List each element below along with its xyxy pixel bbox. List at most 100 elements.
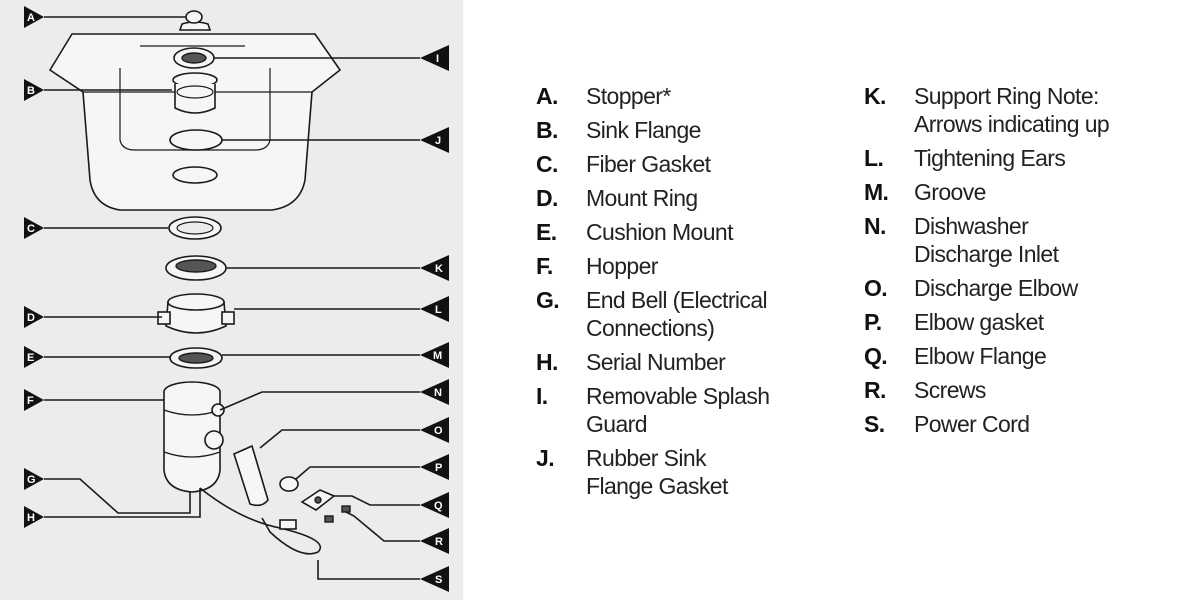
legend-letter: B. [536, 117, 558, 143]
legend-letter: L. [864, 145, 884, 171]
legend-letter: E. [536, 219, 557, 245]
svg-text:D: D [27, 312, 35, 324]
marker-B: B [24, 79, 44, 101]
screws-part [324, 505, 351, 523]
svg-text:L: L [435, 304, 442, 316]
legend-text: Screws [914, 377, 986, 403]
legend-text: Elbow gasket [914, 309, 1044, 335]
legend-letter: S. [864, 411, 885, 437]
elbow-gasket-part [279, 476, 299, 492]
legend-item-cushion-mount: E. Cushion Mount [536, 218, 836, 246]
marker-N: N [420, 379, 449, 405]
legend-letter: F. [536, 253, 553, 279]
marker-G: G [24, 468, 44, 490]
marker-E: E [24, 346, 44, 368]
legend-text: Cushion Mount [586, 219, 734, 245]
legend-item-tightening-ears: L. Tightening Ears [864, 144, 1164, 172]
legend-item-elbow-flange: Q. Elbow Flange [864, 342, 1164, 370]
legend-text: Mount Ring [586, 185, 698, 211]
legend-text: Stopper* [586, 83, 671, 109]
legend-letter: N. [864, 213, 886, 239]
support-ring-part [165, 255, 227, 281]
legend-letter: P. [864, 309, 882, 335]
marker-F: F [24, 389, 44, 411]
legend-letter: O. [864, 275, 888, 301]
legend-item-splash-guard: I. Removable Splash Guard [536, 382, 836, 438]
disposer-body-part [163, 381, 225, 493]
legend-right-column: K. Support Ring Note: Arrows indicating … [864, 82, 1164, 444]
stopper-part [178, 10, 212, 31]
power-cord-part [199, 487, 321, 555]
legend-item-fiber-gasket: C. Fiber Gasket [536, 150, 836, 178]
legend-item-rubber-gasket: J. Rubber Sink Flange Gasket [536, 444, 836, 500]
legend-item-hopper: F. Hopper [536, 252, 836, 280]
cushion-mount-part [169, 347, 223, 369]
svg-text:G: G [27, 474, 36, 486]
legend-item-mount-ring: D. Mount Ring [536, 184, 836, 212]
legend-text: Tightening Ears [914, 145, 1066, 171]
marker-O: O [420, 417, 449, 443]
legend-letter: K. [864, 83, 886, 109]
legend-item-groove: M. Groove [864, 178, 1164, 206]
marker-J: J [420, 127, 449, 153]
marker-Q: Q [420, 492, 449, 518]
legend-letter: H. [536, 349, 558, 375]
svg-text:Q: Q [434, 500, 443, 512]
legend-text: Power Cord [914, 411, 1030, 437]
legend-item-discharge-elbow: O. Discharge Elbow [864, 274, 1164, 302]
marker-A: A [24, 6, 44, 28]
svg-text:S: S [435, 574, 442, 586]
marker-R: R [420, 528, 449, 554]
leader-lines [44, 16, 420, 580]
legend-letter: G. [536, 287, 560, 313]
mount-ring-part [157, 293, 235, 334]
legend-letter: J. [536, 445, 555, 471]
legend-text: End Bell (Electrical Connections) [586, 287, 768, 341]
legend-item-dishwasher-inlet: N. Dishwasher Discharge Inlet [864, 212, 1164, 268]
legend-text: Fiber Gasket [586, 151, 711, 177]
marker-S: S [420, 566, 449, 592]
marker-I: I [420, 45, 449, 71]
legend-letter: A. [536, 83, 558, 109]
legend-item-serial-number: H. Serial Number [536, 348, 836, 376]
svg-text:M: M [433, 350, 442, 362]
svg-text:F: F [27, 395, 34, 407]
svg-text:P: P [435, 462, 442, 474]
legend-text: Discharge Elbow [914, 275, 1078, 301]
legend-item-elbow-gasket: P. Elbow gasket [864, 308, 1164, 336]
legend-text: Groove [914, 179, 986, 205]
legend-item-support-ring: K. Support Ring Note: Arrows indicating … [864, 82, 1164, 138]
legend-letter: I. [536, 383, 548, 409]
splash-guard-part [173, 47, 215, 69]
svg-text:E: E [27, 352, 34, 364]
legend-text: Hopper [586, 253, 658, 279]
svg-text:I: I [436, 53, 439, 65]
legend-text: Removable Splash Guard [586, 383, 770, 437]
discharge-elbow-part [233, 444, 269, 507]
legend-letter: M. [864, 179, 889, 205]
legend-item-screws: R. Screws [864, 376, 1164, 404]
marker-D: D [24, 306, 44, 328]
svg-text:C: C [27, 223, 35, 235]
legend-text: Serial Number [586, 349, 726, 375]
marker-C: C [24, 217, 44, 239]
legend-letter: Q. [864, 343, 888, 369]
legend-letter: R. [864, 377, 886, 403]
svg-text:R: R [435, 536, 443, 548]
sink-flange-part [172, 72, 218, 114]
legend-text: Rubber Sink Flange Gasket [586, 445, 728, 499]
marker-P: P [420, 454, 449, 480]
legend-item-power-cord: S. Power Cord [864, 410, 1164, 438]
legend-item-end-bell: G. End Bell (Electrical Connections) [536, 286, 836, 342]
marker-K: K [420, 255, 449, 281]
exploded-diagram: A B C D E F G H I J K L M N O P Q R S [24, 6, 449, 592]
power-cord-plug [279, 519, 297, 530]
legend-letter: D. [536, 185, 558, 211]
svg-text:B: B [27, 85, 35, 97]
marker-L: L [420, 296, 449, 322]
legend-letter: C. [536, 151, 558, 177]
legend-text: Support Ring Note: Arrows indicating up [914, 83, 1110, 137]
sink-basin [48, 33, 342, 211]
elbow-flange-part [300, 489, 336, 511]
exploded-diagram-panel: A B C D E F G H I J K L M N O P Q R S [0, 0, 463, 600]
